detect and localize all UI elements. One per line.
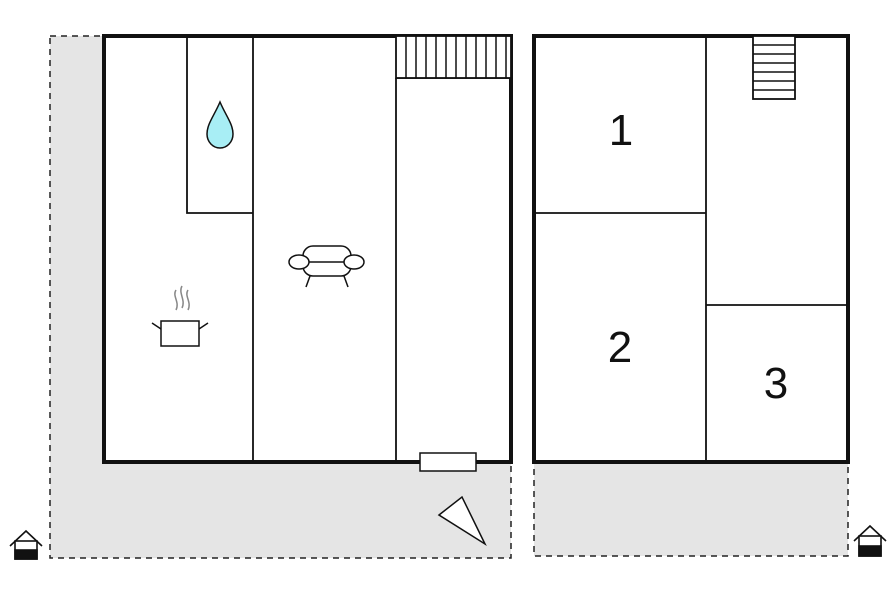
outdoor-area-right — [533, 461, 849, 557]
room-number-1: 1 — [609, 106, 633, 155]
upper-floor: 1 2 3 — [532, 34, 850, 464]
room-number-2: 2 — [608, 323, 632, 372]
water-drop-icon — [206, 100, 234, 149]
stairs-icon — [395, 35, 512, 79]
terrace-triangle-icon — [437, 495, 487, 547]
entrance-house-icon — [853, 524, 887, 557]
upper-floor-walls — [532, 34, 850, 464]
cooking-pot-icon — [151, 285, 209, 347]
bathroom-walls — [186, 36, 253, 214]
ground-floor — [102, 34, 513, 547]
room-number-3: 3 — [764, 359, 788, 408]
ground-floor-walls — [102, 34, 513, 464]
stairs-icon — [752, 35, 796, 100]
sofa-icon — [288, 245, 365, 288]
entrance-house-icon — [9, 529, 43, 560]
entrance-door — [419, 452, 477, 472]
